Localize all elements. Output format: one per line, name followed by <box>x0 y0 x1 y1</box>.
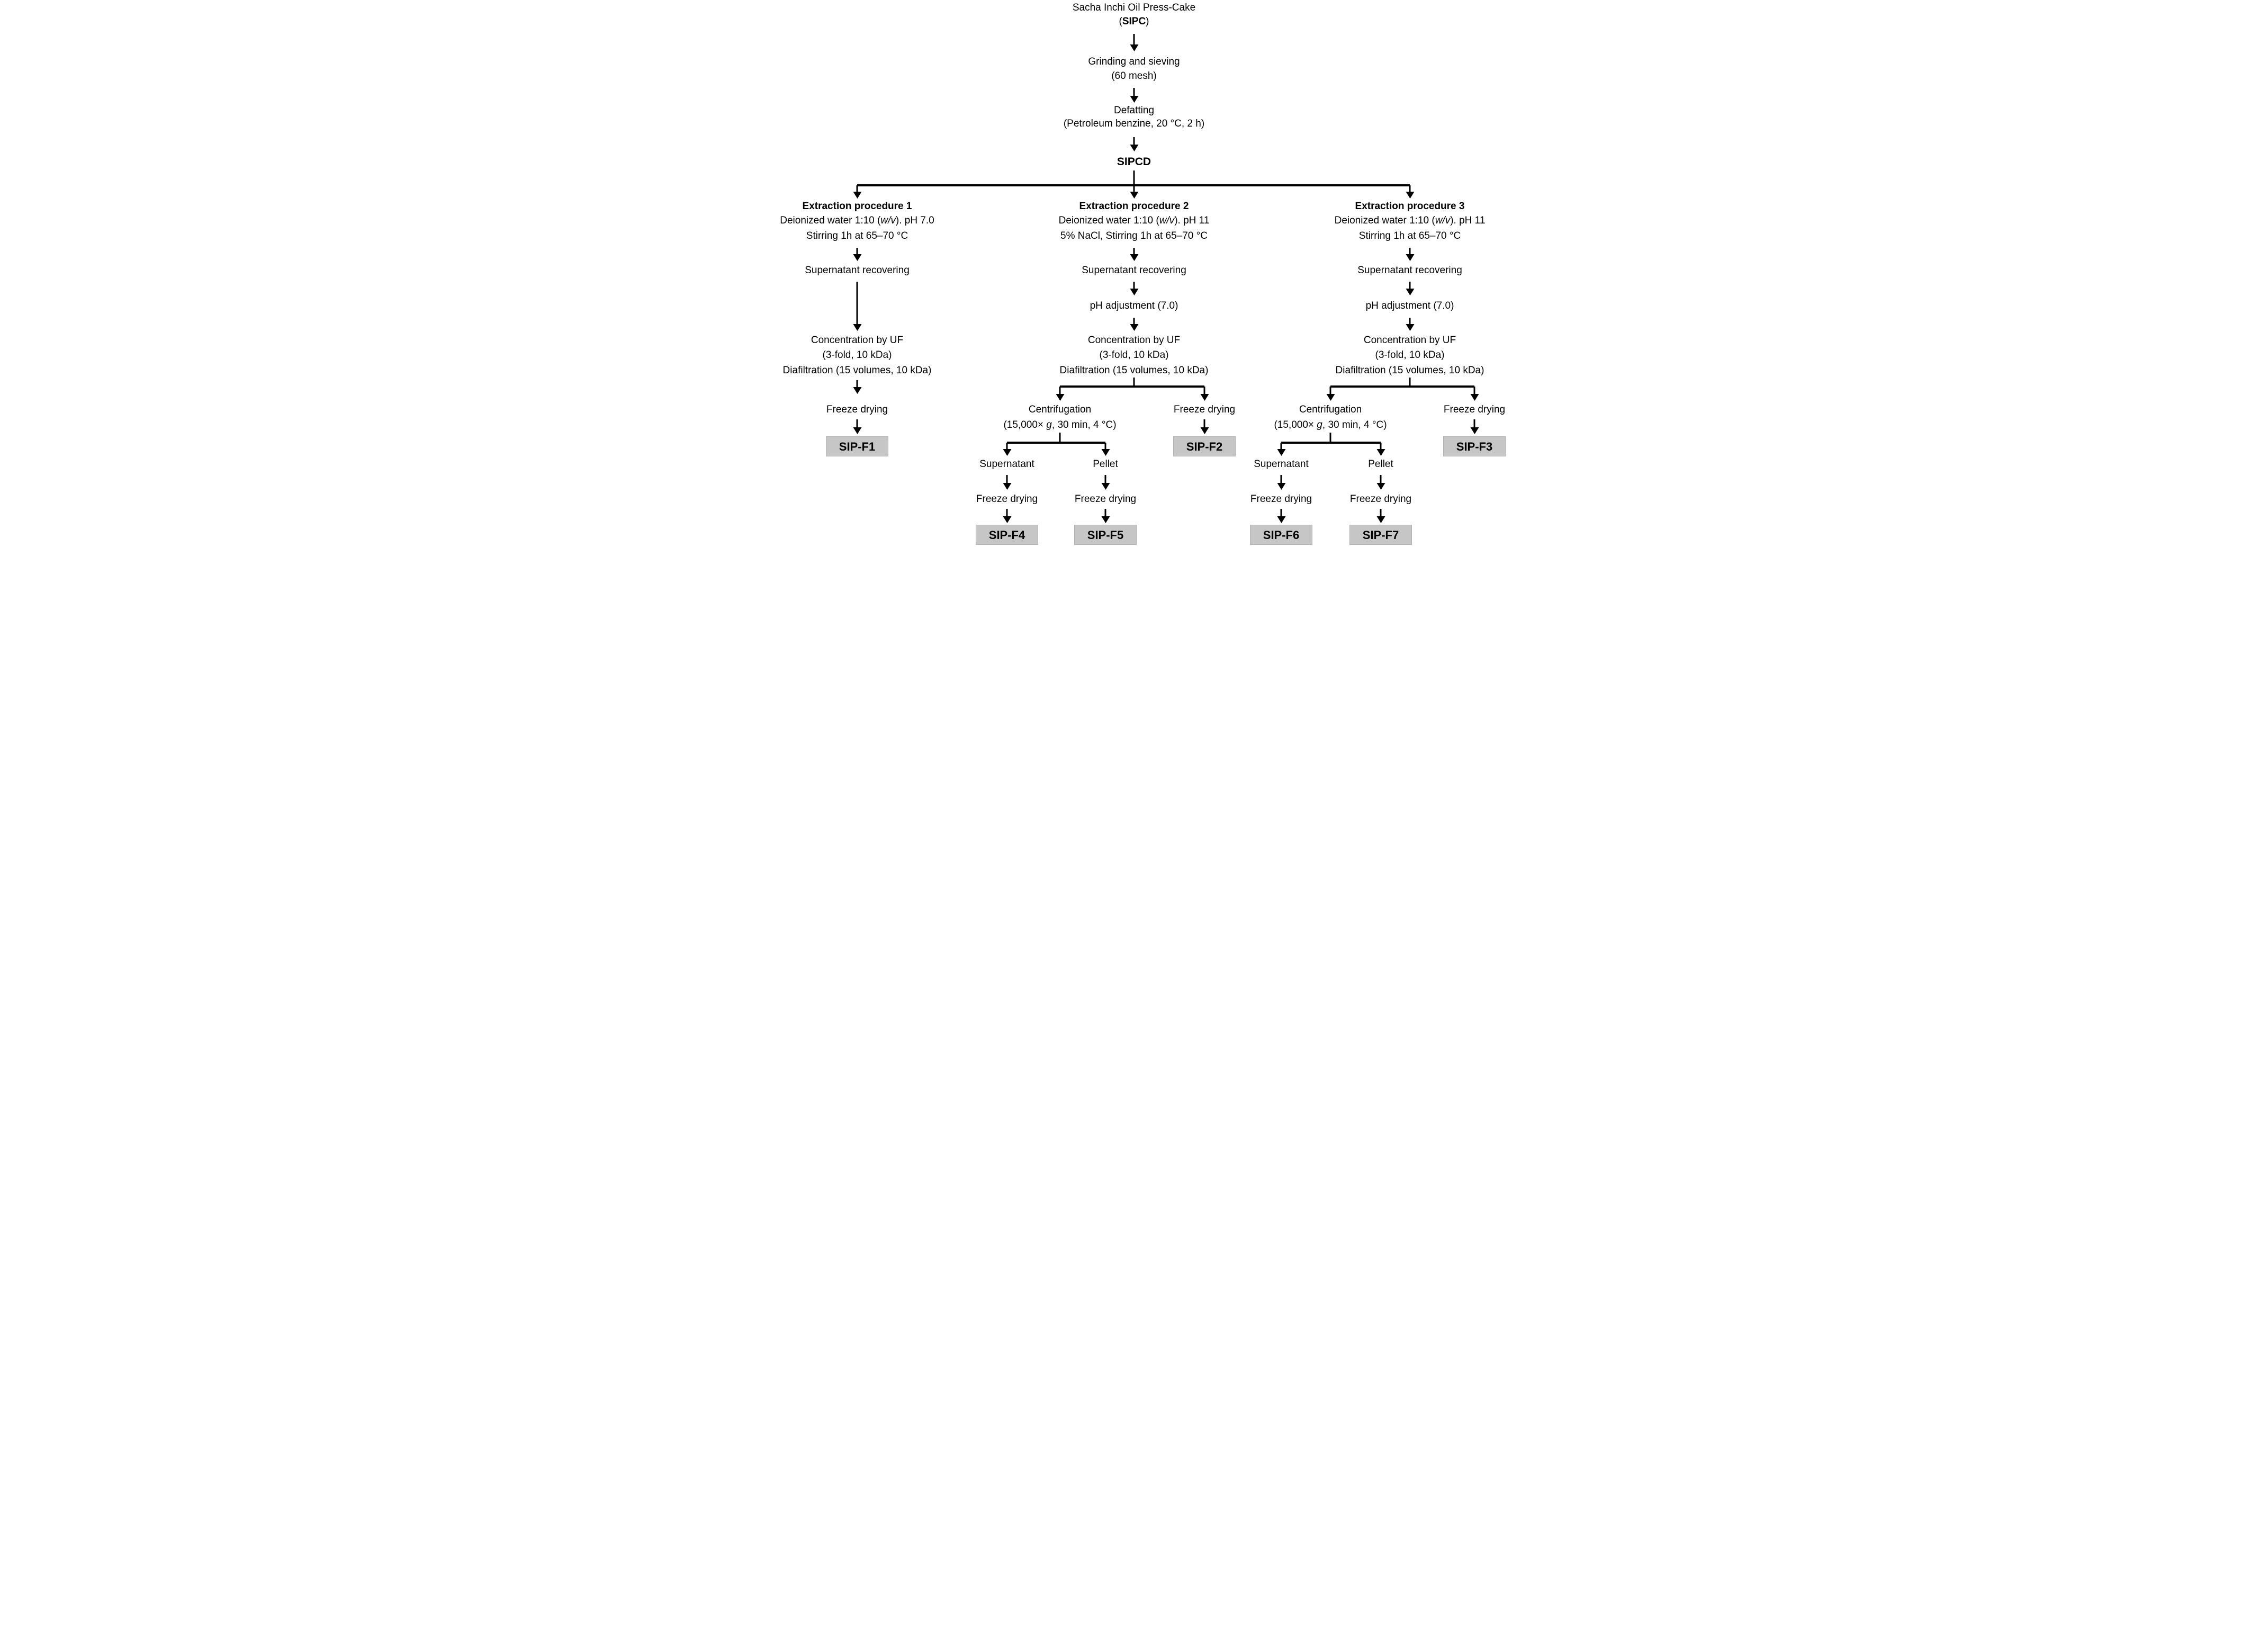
node-uf3-line3: Diafiltration (15 volumes, 10 kDa) <box>1335 365 1484 376</box>
arrow-recovering1-to-uf <box>856 282 858 324</box>
node-grinding-line1: Grinding and sieving <box>1088 56 1180 67</box>
arrow-ph3-to-uf <box>1409 318 1411 324</box>
arrow-to-freeze-f2 <box>1203 387 1205 394</box>
arrow-proc1-to-recovering <box>856 248 858 254</box>
node-freeze-f3: Freeze drying <box>1443 404 1506 415</box>
node-ph-adjustment-3: pH adjustment (7.0) <box>1365 300 1454 311</box>
arrow-branch-procedure1 <box>856 185 858 192</box>
arrow-to-pellet-2 <box>1104 443 1106 449</box>
arrow-pel3-to-freeze <box>1380 475 1382 483</box>
split-bar-cent3 <box>1281 442 1381 444</box>
node-procedure3-line2: Deionized water 1:10 (w/v). pH 11 <box>1334 215 1486 226</box>
node-centrifugation-3-line2: (15,000× g, 30 min, 4 °C) <box>1274 419 1387 430</box>
node-freeze-1: Freeze drying <box>826 404 888 415</box>
node-uf2-line1: Concentration by UF <box>1087 335 1181 346</box>
line-cent3-stub <box>1329 433 1331 443</box>
node-pellet-3: Pellet <box>1368 459 1393 470</box>
node-procedure1-title: Extraction procedure 1 <box>802 201 912 212</box>
arrow-to-supernatant-3 <box>1280 443 1282 449</box>
line-uf2-stub <box>1133 378 1135 387</box>
arrow-pel2-to-freeze <box>1104 475 1106 483</box>
arrow-proc3-to-recovering <box>1409 248 1411 254</box>
arrow-proc2-to-recovering <box>1133 248 1135 254</box>
node-procedure1-line2: Deionized water 1:10 (w/v). pH 7.0 <box>780 215 934 226</box>
node-uf1-line3: Diafiltration (15 volumes, 10 kDa) <box>782 365 932 376</box>
arrow-to-pellet-3 <box>1380 443 1382 449</box>
arrow-branch-procedure2 <box>1133 171 1135 192</box>
node-centrifugation-3-line1: Centrifugation <box>1299 404 1362 415</box>
arrow-recovering2-to-ph <box>1133 282 1135 289</box>
node-freeze-f5: Freeze drying <box>1074 494 1137 505</box>
node-freeze-f4: Freeze drying <box>976 494 1038 505</box>
node-recovering-3: Supernatant recovering <box>1357 265 1462 276</box>
node-centrifugation-2-line1: Centrifugation <box>1028 404 1092 415</box>
node-recovering-2: Supernatant recovering <box>1082 265 1186 276</box>
node-centrifugation-2-line2: (15,000× g, 30 min, 4 °C) <box>1003 419 1117 430</box>
arrow-freeze-to-f6 <box>1280 509 1282 516</box>
node-procedure1-line3: Stirring 1h at 65–70 °C <box>806 230 908 241</box>
node-source-line1: Sacha Inchi Oil Press-Cake <box>1072 2 1196 13</box>
node-uf1-line1: Concentration by UF <box>811 335 904 346</box>
arrow-ph2-to-uf <box>1133 318 1135 324</box>
arrow-recovering3-to-ph <box>1409 282 1411 289</box>
split-bar-proc3 <box>1330 385 1474 388</box>
arrow-to-centrifugation-3 <box>1329 387 1331 394</box>
arrow-grinding-to-defatting <box>1133 88 1135 96</box>
arrow-uf1-to-freeze <box>856 380 858 387</box>
arrow-branch-procedure3 <box>1409 185 1411 192</box>
node-procedure3-line3: Stirring 1h at 65–70 °C <box>1358 230 1461 241</box>
node-recovering-1: Supernatant recovering <box>805 265 910 276</box>
node-procedure2-title: Extraction procedure 2 <box>1079 201 1189 212</box>
node-uf1-line2: (3-fold, 10 kDa) <box>822 349 892 361</box>
node-procedure2-line2: Deionized water 1:10 (w/v). pH 11 <box>1058 215 1210 226</box>
arrow-freeze-to-f7 <box>1380 509 1382 516</box>
arrow-freeze1-to-f1 <box>856 419 858 427</box>
arrow-source-to-grinding <box>1133 34 1135 44</box>
arrow-sup3-to-freeze <box>1280 475 1282 483</box>
product-box-sip-f5: SIP-F5 <box>1074 525 1137 545</box>
node-sipcd: SIPCD <box>1117 156 1151 168</box>
product-box-sip-f2: SIP-F2 <box>1173 436 1236 456</box>
arrow-sup2-to-freeze <box>1006 475 1008 483</box>
node-freeze-f2: Freeze drying <box>1173 404 1236 415</box>
line-cent2-stub <box>1059 433 1061 443</box>
split-bar-cent2 <box>1007 442 1105 444</box>
node-uf3-line2: (3-fold, 10 kDa) <box>1375 349 1445 361</box>
arrow-freeze-to-f3 <box>1473 419 1475 427</box>
node-defatting-line1: Defatting <box>1113 105 1155 116</box>
product-box-sip-f7: SIP-F7 <box>1349 525 1412 545</box>
product-box-sip-f1: SIP-F1 <box>826 436 888 456</box>
arrow-freeze-to-f5 <box>1104 509 1106 516</box>
product-box-sip-f6: SIP-F6 <box>1250 525 1312 545</box>
node-uf3-line1: Concentration by UF <box>1363 335 1456 346</box>
node-source-line2: (SIPC) <box>1119 16 1149 27</box>
arrow-freeze-to-f2 <box>1203 419 1205 427</box>
node-ph-adjustment-2: pH adjustment (7.0) <box>1090 300 1178 311</box>
arrow-to-supernatant-2 <box>1006 443 1008 449</box>
line-uf3-stub <box>1409 378 1411 387</box>
node-freeze-f7: Freeze drying <box>1349 494 1412 505</box>
product-box-sip-f4: SIP-F4 <box>976 525 1038 545</box>
node-procedure2-line3: 5% NaCl, Stirring 1h at 65–70 °C <box>1060 230 1208 241</box>
node-supernatant-2: Supernatant <box>979 459 1034 470</box>
node-uf2-line2: (3-fold, 10 kDa) <box>1099 349 1169 361</box>
node-procedure3-title: Extraction procedure 3 <box>1355 201 1465 212</box>
node-grinding-line2: (60 mesh) <box>1111 70 1157 82</box>
node-defatting-line2: (Petroleum benzine, 20 °C, 2 h) <box>1063 118 1205 129</box>
node-supernatant-3: Supernatant <box>1254 459 1309 470</box>
flowchart-canvas: Sacha Inchi Oil Press-Cake (SIPC) Grindi… <box>756 0 1512 546</box>
arrow-freeze-to-f4 <box>1006 509 1008 516</box>
product-box-sip-f3: SIP-F3 <box>1443 436 1506 456</box>
node-pellet-2: Pellet <box>1093 459 1118 470</box>
arrow-defatting-to-sipcd <box>1133 137 1135 145</box>
split-bar-proc2 <box>1060 385 1204 388</box>
node-freeze-f6: Freeze drying <box>1250 494 1312 505</box>
arrow-to-freeze-f3 <box>1473 387 1475 394</box>
node-uf2-line3: Diafiltration (15 volumes, 10 kDa) <box>1059 365 1209 376</box>
arrow-to-centrifugation-2 <box>1059 387 1061 394</box>
